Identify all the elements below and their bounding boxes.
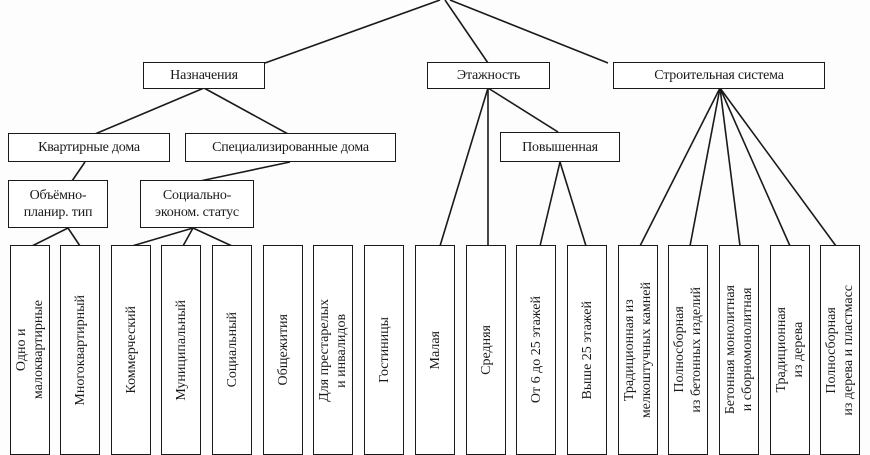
leaf-box: Для престарелых и инвалидов (313, 245, 353, 455)
connector (689, 87, 721, 247)
leaf-box: Общежития (263, 245, 303, 455)
leaf-label: Для престарелых и инвалидов (317, 298, 349, 402)
connector (203, 87, 289, 135)
leaf-box: Муниципальный (161, 245, 201, 455)
leaf-box: Одно и малоквартирные (10, 245, 50, 455)
connector (131, 227, 194, 247)
connector (539, 161, 561, 247)
connector (639, 87, 721, 247)
connector (182, 227, 194, 247)
node-planning-type: Объёмно- планир. тип (8, 180, 108, 228)
leaf-box: Средняя (466, 245, 506, 455)
leaf-label: Гостиницы (376, 317, 392, 383)
leaf-label: Муниципальный (173, 299, 189, 401)
connector-lines (31, 0, 837, 247)
node-floors: Этажность (427, 62, 550, 89)
connector (719, 87, 837, 247)
connector (719, 87, 791, 247)
leaf-box: Гостиницы (364, 245, 404, 455)
connector (71, 161, 86, 182)
leaf-label: Бетонная монолитная и сборномонолитная (723, 285, 755, 415)
node-increased: Повышенная (500, 132, 620, 162)
leaf-box: Традиционная из дерева (770, 245, 810, 455)
leaf-label: Социальный (224, 312, 240, 388)
leaf-box: От 6 до 25 этажей (516, 245, 556, 455)
leaf-box: Многоквартирный (60, 245, 100, 455)
leaf-label: Средняя (478, 325, 494, 375)
leaf-label: Общежития (275, 314, 291, 386)
connector (487, 87, 559, 133)
connector (719, 87, 741, 247)
leaf-label: Коммерческий (123, 306, 139, 394)
leaf-label: Многоквартирный (72, 294, 88, 406)
connector (67, 227, 81, 247)
node-apartment-houses: Квартирные дома (8, 133, 170, 162)
connector (199, 161, 291, 182)
leaf-label: Традиционная из дерева (774, 307, 806, 393)
connector (94, 87, 205, 135)
leaf-label: Малая (427, 330, 443, 370)
leaf-box: Коммерческий (111, 245, 151, 455)
leaf-label: Выше 25 этажей (579, 300, 595, 400)
leaf-label: От 6 до 25 этажей (528, 296, 544, 404)
connector (31, 227, 69, 247)
node-specialized-houses: Специализированные дома (185, 133, 396, 162)
leaf-box: Социальный (212, 245, 252, 455)
leaf-box: Бетонная монолитная и сборномонолитная (719, 245, 759, 455)
connector (559, 161, 587, 247)
node-construction-system: Строительная система (613, 62, 825, 89)
connector (444, 0, 489, 64)
leaf-box: Выше 25 этажей (567, 245, 607, 455)
connector (449, 0, 609, 64)
leaf-label: Одно и малоквартирные (14, 300, 46, 400)
connector (439, 87, 489, 247)
connector (192, 227, 233, 247)
leaf-box: Малая (415, 245, 455, 455)
node-socioeconomic-status: Социально- эконом. статус (140, 180, 254, 228)
leaf-label: Традиционная из мелкоштучных камней (622, 281, 654, 419)
leaf-label: Полносборная из дерева и пластмасс (824, 284, 856, 416)
connector (264, 0, 441, 64)
node-purpose: Назначения (143, 62, 265, 89)
leaf-box: Полносборная из бетонных изделий (668, 245, 708, 455)
leaf-box: Полносборная из дерева и пластмасс (820, 245, 860, 455)
leaf-label: Полносборная из бетонных изделий (672, 287, 704, 413)
leaf-box: Традиционная из мелкоштучных камней (618, 245, 658, 455)
